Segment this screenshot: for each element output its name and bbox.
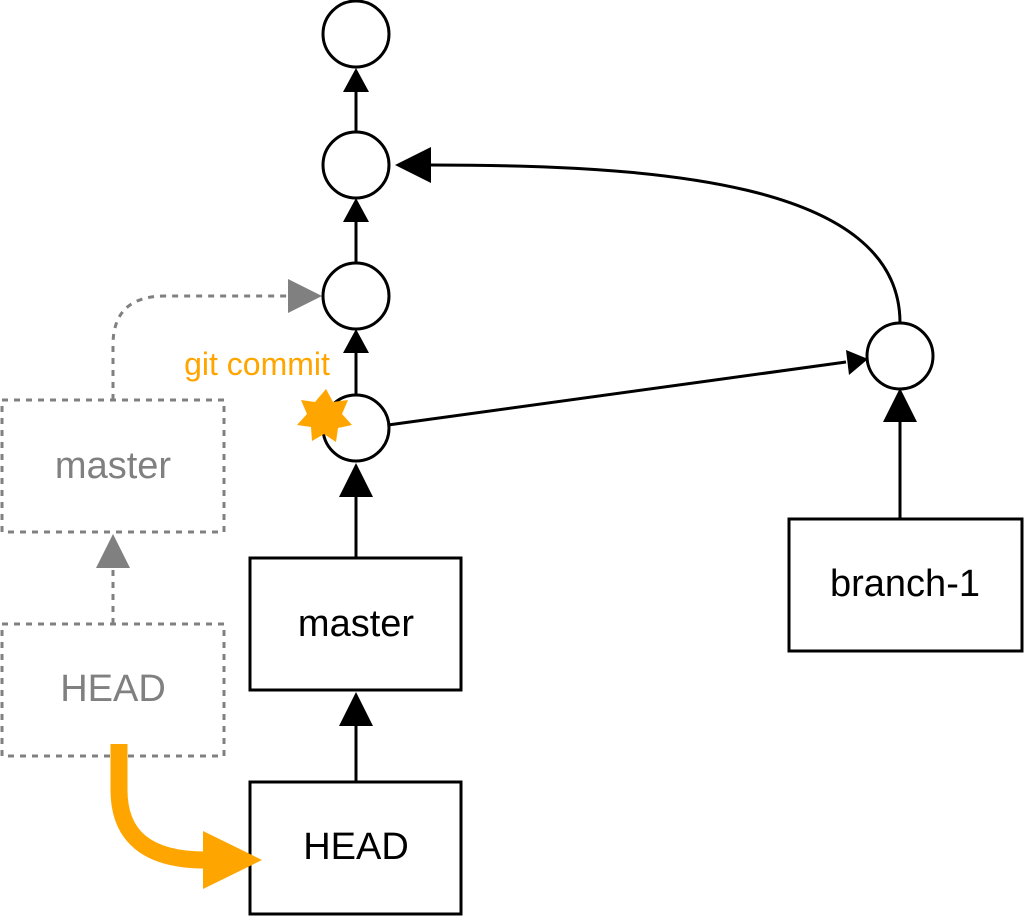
arrowhead-master [339,692,373,726]
ghost-arrowhead-c3 [288,279,322,313]
arrowhead-branch-commit [846,350,868,375]
arrowhead-c2 [343,198,369,222]
head-label: HEAD [303,826,409,868]
ghost-master-label: master [55,445,171,487]
arrowhead-c1 [343,68,369,92]
edge-c4-branch [387,360,847,427]
commit-node-2 [321,130,391,200]
arrowhead-c4 [339,463,373,497]
git-commit-annotation: git commit [184,346,330,382]
ghost-arrowhead-master [96,534,130,568]
commit-node-3 [321,261,391,331]
commit-node-branch [865,321,935,391]
arrowhead-branch-ref [883,388,917,422]
master-label: master [298,603,414,645]
ghost-edge-master-c3 [111,294,290,400]
master-box [248,556,463,692]
branch-1-label: branch-1 [830,563,980,605]
commit-node-1 [321,0,391,69]
arrowhead-c3 [343,329,369,353]
arrowhead-c2-from-branch [395,147,431,183]
ghost-head-label: HEAD [60,668,166,710]
head-move-arrow [110,744,206,869]
branch-1-box [787,517,1024,653]
edge-branch-c2 [429,163,902,324]
ghost-head-box [0,622,226,758]
ghost-master-box [0,398,226,534]
new-commit-star-icon [297,389,352,442]
head-box [248,780,463,916]
head-move-arrowhead [203,831,262,889]
